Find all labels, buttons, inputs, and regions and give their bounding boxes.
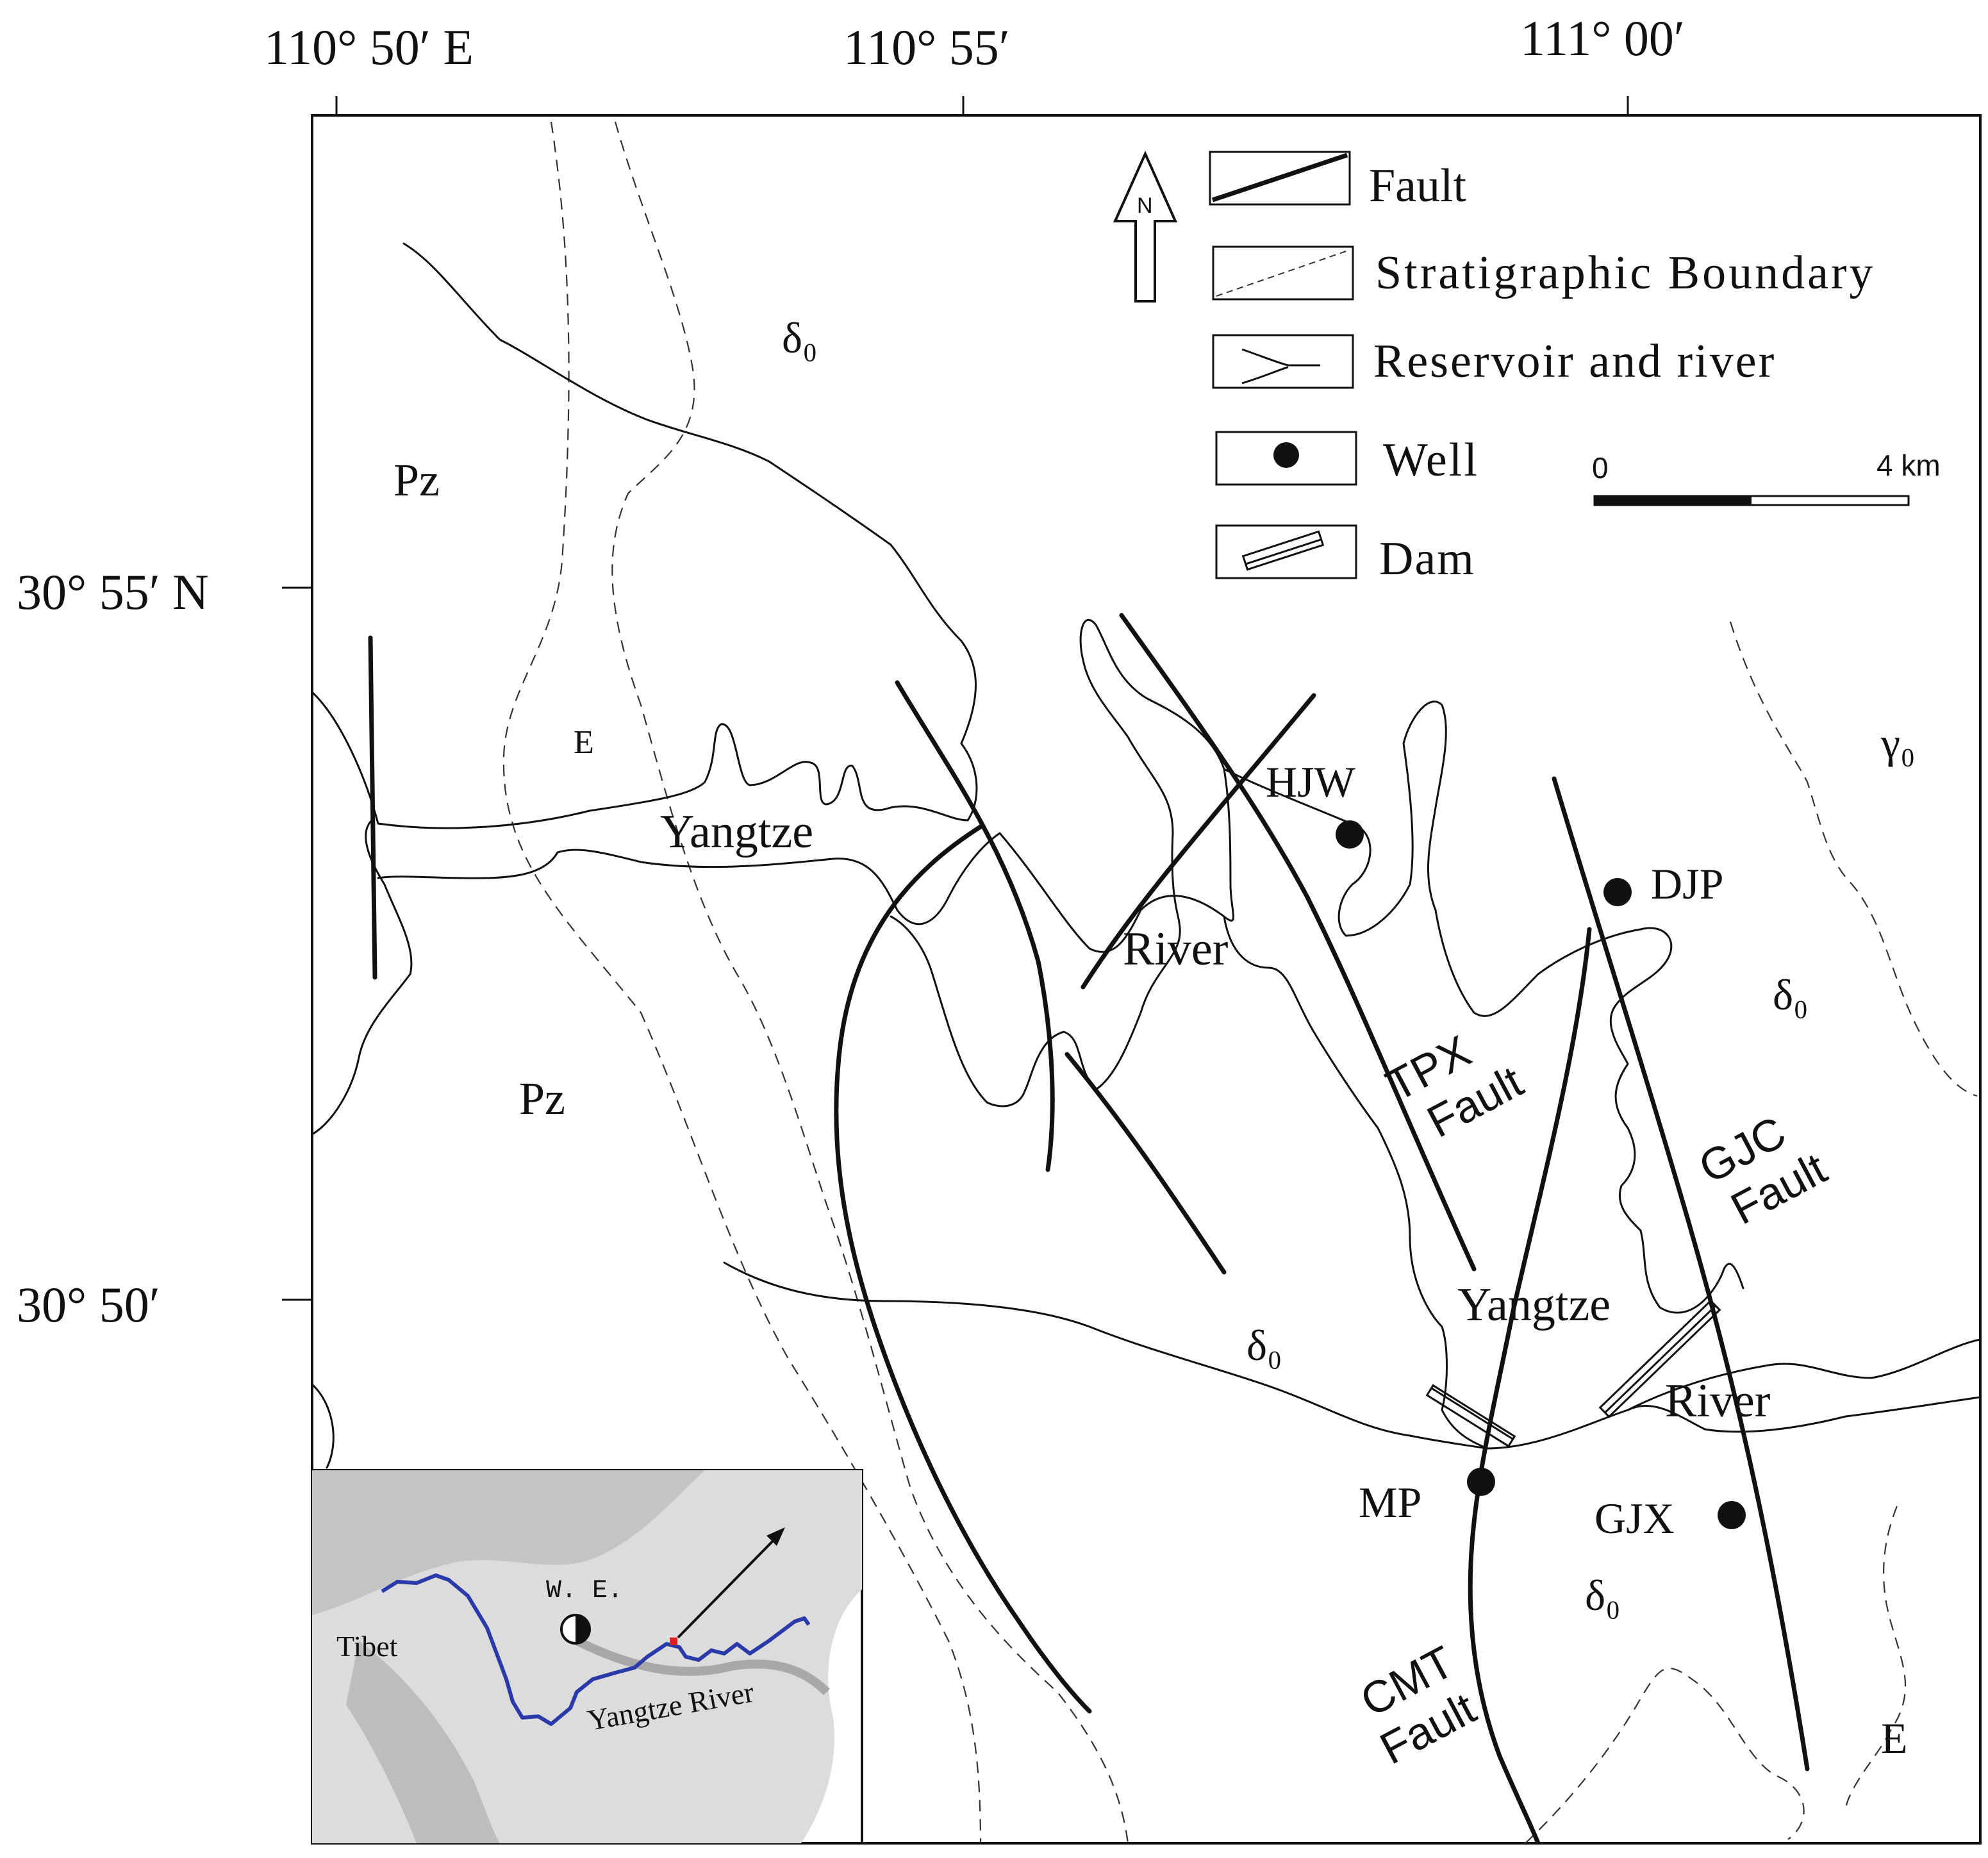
legend-item-dam: Dam [1215,524,1475,585]
latitude-label-2: 30° 50′ [17,1277,160,1332]
unit-label-delta-north: δ₀ [782,313,818,362]
hatched-bar-icon [1241,530,1325,571]
inset-north-arrow-line [677,1532,782,1639]
stratigraphic-boundaries [502,121,1978,1843]
scale-bar-end-label: 4 km [1876,449,1941,482]
map-frame [311,114,1982,1845]
coordinate-ticks: 110° 50′ E 110° 55′ 111° 00′ 30° 55′ N 3… [17,10,1685,1332]
unit-label-gamma-ne: γ₀ [1880,718,1916,767]
north-arrow-icon: N [1113,151,1178,303]
river-label-yangtze-west: Yangtze [660,806,813,858]
unit-label-delta-center: δ₀ [1247,1321,1282,1370]
inset-yangtze-river-line [381,1573,811,1726]
dam-west [1425,1384,1516,1448]
dashed-line-icon [1216,249,1350,297]
legend-item-well: Well [1215,431,1479,486]
fault-line-icon [1211,153,1348,203]
river-label-river-east: River [1665,1375,1770,1427]
unit-labels: Pz Pz E E δ₀ δ₀ δ₀ δ₀ γ₀ [393,313,1916,1763]
river-branch-icon [1241,348,1320,385]
river-labels: Yangtze River Yangtze River [660,806,1770,1427]
unit-label-delta-east: δ₀ [1773,970,1809,1019]
unit-label-delta-south: δ₀ [1585,1571,1621,1620]
filled-circle-icon [1273,442,1299,468]
scale-bar-start-label: 0 [1592,451,1609,485]
legend-item-reservoir-and-river: Reservoir and river [1212,334,1776,389]
well-label-djp: DJP [1651,859,1723,908]
well-djp [1603,878,1632,906]
inset-study-area-marker [670,1638,677,1645]
inset-north-arrow-icon [766,1527,785,1546]
well-label-gjx: GJX [1595,1494,1675,1543]
inset-label-tibet: Tibet [336,1630,398,1663]
river-label-river-west: River [1123,923,1228,975]
inset-well-symbol-icon [560,1614,591,1645]
latitude-label-1: 30° 55′ N [17,564,209,620]
legend-label-fault: Fault [1369,160,1467,212]
inset-map: W. E. Tibet Yangtze River [311,1469,863,1845]
unit-label-pz-lower: Pz [519,1073,565,1124]
wells: HJW DJP MP GJX [1266,758,1746,1543]
legend-item-stratigraphic-boundary: Stratigraphic Boundary [1212,245,1876,301]
dam-east [1598,1299,1721,1418]
north-arrow-label: N [1137,194,1153,218]
legend-label-stratigraphic-boundary: Stratigraphic Boundary [1375,247,1876,299]
longitude-label-1: 110° 50′ E [264,19,474,75]
well-mp [1467,1468,1495,1496]
scale-bar: 0 4 km [1592,449,1941,506]
legend-item-fault: Fault [1209,151,1467,212]
well-label-mp: MP [1359,1478,1421,1527]
well-gjx [1718,1501,1746,1529]
unit-label-e-west: E [574,724,594,761]
dams [1425,1299,1721,1448]
unit-label-pz-upper: Pz [393,454,440,506]
river-lines [312,242,1980,1469]
legend-label-well: Well [1383,434,1479,486]
faults [368,613,1810,1843]
legend-label-reservoir-and-river: Reservoir and river [1373,335,1776,388]
legend-label-dam: Dam [1379,533,1475,585]
inset-label-we: W. E. [546,1577,623,1605]
legend: Fault Stratigraphic Boundary Reservoir a… [1209,151,1876,585]
longitude-label-2: 110° 55′ [843,19,1010,75]
well-hjw [1336,820,1364,849]
longitude-label-3: 111° 00′ [1520,10,1685,66]
well-label-hjw: HJW [1266,758,1356,806]
unit-label-e-southeast: E [1881,1714,1908,1763]
river-label-yangtze-east: Yangtze [1457,1279,1611,1331]
